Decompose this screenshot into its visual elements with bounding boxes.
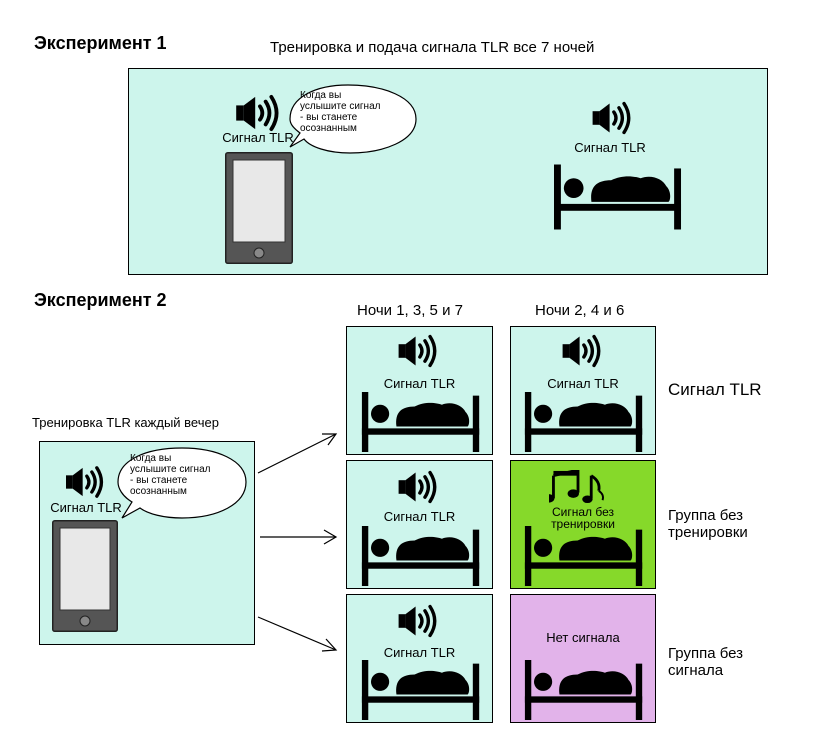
sleeping-person-icon [361, 392, 480, 452]
sleeping-person-icon [524, 392, 643, 452]
sleeping-person-icon [361, 526, 480, 586]
smartphone-icon [225, 152, 293, 264]
column-header-even-nights: Ночи 2, 4 и 6 [535, 302, 625, 319]
speech-bubble-text: Когда вы услышите сигнал - вы станете ос… [300, 90, 381, 134]
cell-label: Сигнал TLR [547, 376, 619, 391]
signal-label: Сигнал TLR [50, 500, 122, 515]
speech-bubble [117, 447, 247, 519]
cell-label: Нет сигнала [546, 630, 620, 645]
arrow [257, 433, 337, 474]
speaker-icon [398, 334, 437, 368]
experiment-1-title: Эксперимент 1 [34, 33, 167, 53]
cell-label: Сигнал без тренировки [551, 505, 615, 531]
cell-label: Сигнал TLR [383, 376, 456, 391]
row-label-no-signal: Группа без сигнала [668, 645, 744, 679]
row-label-no-training: Группа без тренировки [668, 507, 748, 541]
arrow-head [321, 638, 338, 652]
cell-label: Сигнал TLR [383, 645, 456, 660]
column-header-odd-nights: Ночи 1, 3, 5 и 7 [357, 302, 463, 319]
arrow-head [322, 433, 338, 446]
sleeping-person-icon [524, 660, 643, 720]
arrow [257, 616, 337, 651]
speech-bubble [289, 84, 417, 154]
speaker-icon [398, 470, 437, 504]
smartphone-icon [52, 520, 118, 632]
cell-label: Сигнал TLR [383, 509, 456, 524]
sleeping-person-icon [361, 660, 480, 720]
speech-bubble-text: Когда вы услышите сигнал - вы станете ос… [130, 453, 211, 497]
training-caption: Тренировка TLR каждый вечер [32, 415, 219, 430]
signal-label: Сигнал TLR [222, 130, 294, 145]
speaker-icon [562, 334, 601, 368]
experiment-1-subtitle: Тренировка и подача сигнала TLR все 7 но… [270, 39, 595, 56]
music-notes-icon [549, 470, 605, 504]
signal-label: Сигнал TLR [574, 140, 646, 155]
experiment-2-title: Эксперимент 2 [34, 290, 167, 310]
sleeping-person-icon [524, 526, 643, 586]
row-label-tlr-signal: Сигнал TLR [668, 380, 762, 399]
arrow-head [323, 529, 338, 545]
speaker-icon [398, 604, 437, 638]
